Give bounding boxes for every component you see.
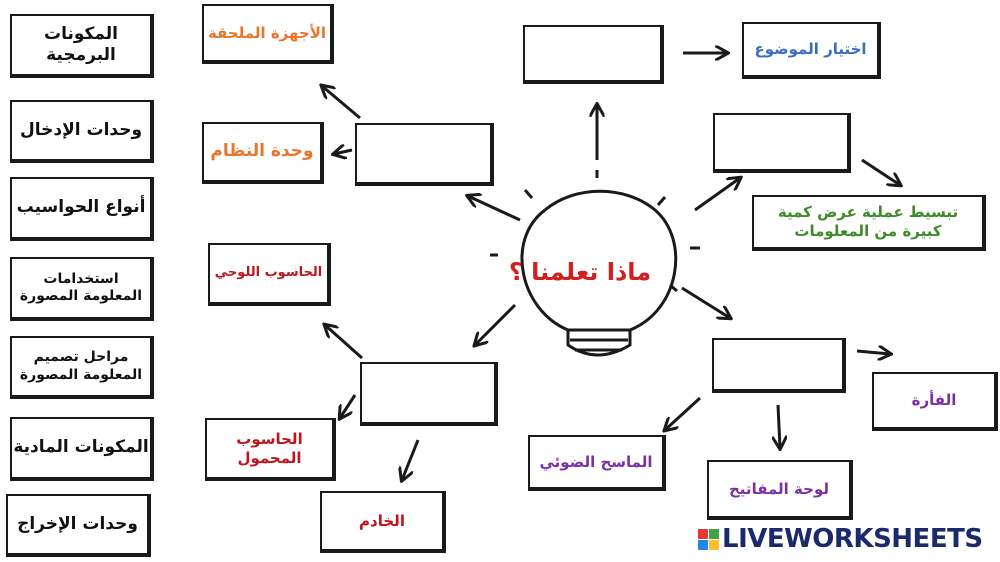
arrow <box>334 150 353 154</box>
arrow <box>856 351 890 354</box>
bulb-rays <box>490 170 700 293</box>
arrow <box>861 158 900 185</box>
word-bank-item[interactable]: أنواع الحواسيب <box>10 177 154 241</box>
word-bank-item[interactable]: وحدات الإدخال <box>10 100 154 163</box>
drop-target-box[interactable] <box>713 113 851 173</box>
arrow <box>468 196 521 222</box>
arrow <box>322 86 361 120</box>
logo-text: LIVEWORKSHEETS <box>722 524 983 554</box>
arrows <box>322 53 900 480</box>
arrow <box>475 303 517 345</box>
label-laptop: الحاسوب المحمول <box>205 418 336 481</box>
word-bank-item[interactable]: مراحل تصميم المعلومة المصورة <box>10 336 154 399</box>
arrow <box>402 439 420 480</box>
arrow <box>694 178 740 212</box>
arrow <box>665 396 702 430</box>
word-bank-item[interactable]: استخدامات المعلومة المصورة <box>10 257 154 321</box>
label-server: الخادم <box>320 491 446 553</box>
label-keyboard: لوحة المفاتيح <box>707 460 853 520</box>
label-scanner: الماسح الضوئي <box>528 435 666 491</box>
center-title: ماذا تعلمنا ؟ <box>508 258 652 286</box>
label-peripherals: الأجهزة الملحقة <box>202 4 334 64</box>
logo-icon <box>698 528 719 550</box>
drop-target-box[interactable] <box>523 25 664 84</box>
label-simplify: تبسيط عملية عرض كمية كبيرة من المعلومات <box>752 195 986 251</box>
word-bank-item[interactable]: المكونات المادية <box>10 417 154 481</box>
arrow <box>340 394 357 418</box>
liveworksheets-logo: LIVEWORKSHEETS <box>698 524 983 554</box>
drop-target-box[interactable] <box>360 362 498 426</box>
word-bank-item[interactable]: وحدات الإخراج <box>6 494 151 557</box>
label-tablet: الحاسوب اللوحي <box>208 243 331 306</box>
drop-target-box[interactable] <box>355 123 494 186</box>
arrow <box>681 286 730 318</box>
arrow <box>325 325 363 360</box>
drop-target-box[interactable] <box>712 338 846 393</box>
arrow <box>778 404 780 448</box>
label-system-unit: وحدة النظام <box>202 122 324 184</box>
word-bank-item[interactable]: المكونات البرمجية <box>10 14 154 78</box>
label-choose-topic: اختيار الموضوع <box>742 22 881 79</box>
label-mouse: الفأرة <box>872 372 998 431</box>
